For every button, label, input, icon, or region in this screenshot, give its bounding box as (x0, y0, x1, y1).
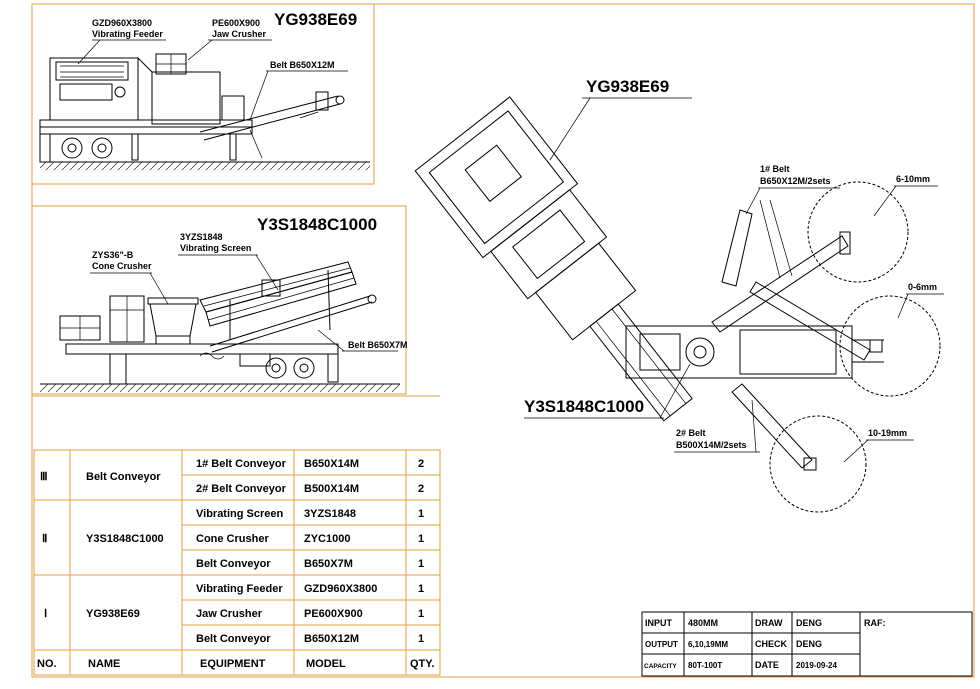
header-name: NAME (88, 658, 120, 670)
cone-name-label: Cone Crusher (92, 261, 152, 271)
row-feeder-qty: 1 (418, 583, 424, 595)
row-jaw-model: PE600X900 (304, 608, 363, 620)
y3s-title: Y3S1848C1000 (257, 215, 377, 234)
header-no: NO. (37, 658, 57, 670)
row-2belt-qty: 2 (418, 483, 424, 495)
row-belt7m-model: B650X7M (304, 558, 353, 570)
row-screen-equipment: Vibrating Screen (196, 508, 283, 520)
sheet-border (31, 3, 975, 678)
group1-name: YG938E69 (86, 608, 140, 620)
group2-name: Y3S1848C1000 (86, 533, 164, 545)
title-block: INPUT 480MM OUTPUT 6,10,19MM CAPACITY 80… (641, 611, 973, 677)
pile-10-19mm-label: 10-19mm (868, 428, 907, 438)
feeder-model-label: GZD960X3800 (92, 18, 152, 28)
y3s1848c1000-side-view: Y3S1848C1000 3YZS1848 Vibrating Screen Z… (31, 205, 408, 395)
feeder-name-label: Vibrating Feeder (92, 29, 163, 39)
belt1-side-label: Belt B650X12M (270, 60, 335, 70)
stockpile-10-19mm (769, 415, 867, 513)
plan-y3s-body (625, 325, 853, 379)
row-2belt-model: B500X14M (304, 483, 359, 495)
stockpile-0-6mm (839, 295, 941, 397)
stockpile-6-10mm (807, 181, 909, 283)
output-value: 6,10,19MM (688, 640, 728, 649)
row-cone-qty: 1 (418, 533, 424, 545)
row-jaw-equipment: Jaw Crusher (196, 608, 263, 620)
row-feeder-equipment: Vibrating Feeder (196, 583, 283, 595)
date-label: DATE (755, 660, 779, 670)
capacity-label: CAPACITY (644, 663, 677, 670)
draw-label: DRAW (755, 618, 783, 628)
screen-model-label: 3YZS1848 (180, 232, 223, 242)
row-1belt-qty: 2 (418, 458, 424, 470)
header-qty: QTY. (410, 658, 434, 670)
output-label: OUTPUT (645, 640, 678, 649)
row-2belt-equipment: 2# Belt Conveyor (196, 483, 287, 495)
plan-belt2-spec: B500X14M/2sets (676, 440, 747, 450)
draw-value: DENG (796, 618, 822, 628)
capacity-value: 80T-100T (688, 661, 722, 670)
header-model: MODEL (306, 658, 346, 670)
screen-name-label: Vibrating Screen (180, 243, 251, 253)
header-equipment: EQUIPMENT (200, 658, 266, 670)
yg938e69-title: YG938E69 (274, 10, 357, 29)
plan-yg938e69 (414, 96, 693, 422)
plan-view: YG938E69 Y3S1848C1000 1# Belt B650X12M/2… (414, 77, 944, 513)
group3-name: Belt Conveyor (86, 471, 161, 483)
row-screen-model: 3YZS1848 (304, 508, 356, 520)
group3-no: Ⅲ (40, 471, 48, 483)
row-feeder-model: GZD960X3800 (304, 583, 377, 595)
pile-6-10mm-label: 6-10mm (896, 174, 930, 184)
pile-0-6mm-label: 0-6mm (908, 282, 937, 292)
row-screen-qty: 1 (418, 508, 424, 520)
row-belt7m-qty: 1 (418, 558, 424, 570)
plan-y3s-label: Y3S1848C1000 (524, 397, 644, 416)
group2-no: Ⅱ (42, 533, 47, 545)
input-label: INPUT (645, 618, 673, 628)
check-label: CHECK (755, 639, 788, 649)
crusher-model-label: PE600X900 (212, 18, 260, 28)
group1-no: Ⅰ (44, 608, 47, 620)
row-1belt-equipment: 1# Belt Conveyor (196, 458, 287, 470)
row-belt12m-equipment: Belt Conveyor (196, 633, 271, 645)
yg938e69-side-view: YG938E69 GZD960X3800 Vibrating Feeder PE… (31, 3, 375, 185)
raf-label: RAF: (864, 618, 886, 628)
row-1belt-model: B650X14M (304, 458, 359, 470)
plan-yg938e69-label: YG938E69 (586, 77, 669, 96)
row-belt12m-qty: 1 (418, 633, 424, 645)
crusher-name-label: Jaw Crusher (212, 29, 267, 39)
plan-belt1-title: 1# Belt (760, 164, 790, 174)
box-y3s1848c1000 (31, 205, 407, 395)
row-cone-equipment: Cone Crusher (196, 533, 269, 545)
row-belt12m-model: B650X12M (304, 633, 359, 645)
plan-belt2-title: 2# Belt (676, 428, 706, 438)
box-yg938e69 (31, 3, 375, 185)
row-belt7m-equipment: Belt Conveyor (196, 558, 271, 570)
row-jaw-qty: 1 (418, 608, 424, 620)
cone-model-label: ZYS36"-B (92, 250, 134, 260)
row-cone-model: ZYC1000 (304, 533, 350, 545)
plan-belt1-spec: B650X12M/2sets (760, 176, 831, 186)
date-value: 2019-09-24 (796, 661, 837, 670)
input-value: 480MM (688, 618, 718, 628)
parts-table: Ⅲ Belt Conveyor 1# Belt Conveyor B650X14… (33, 449, 441, 676)
check-value: DENG (796, 639, 822, 649)
belt-b650x7m-label: Belt B650X7M (348, 340, 408, 350)
